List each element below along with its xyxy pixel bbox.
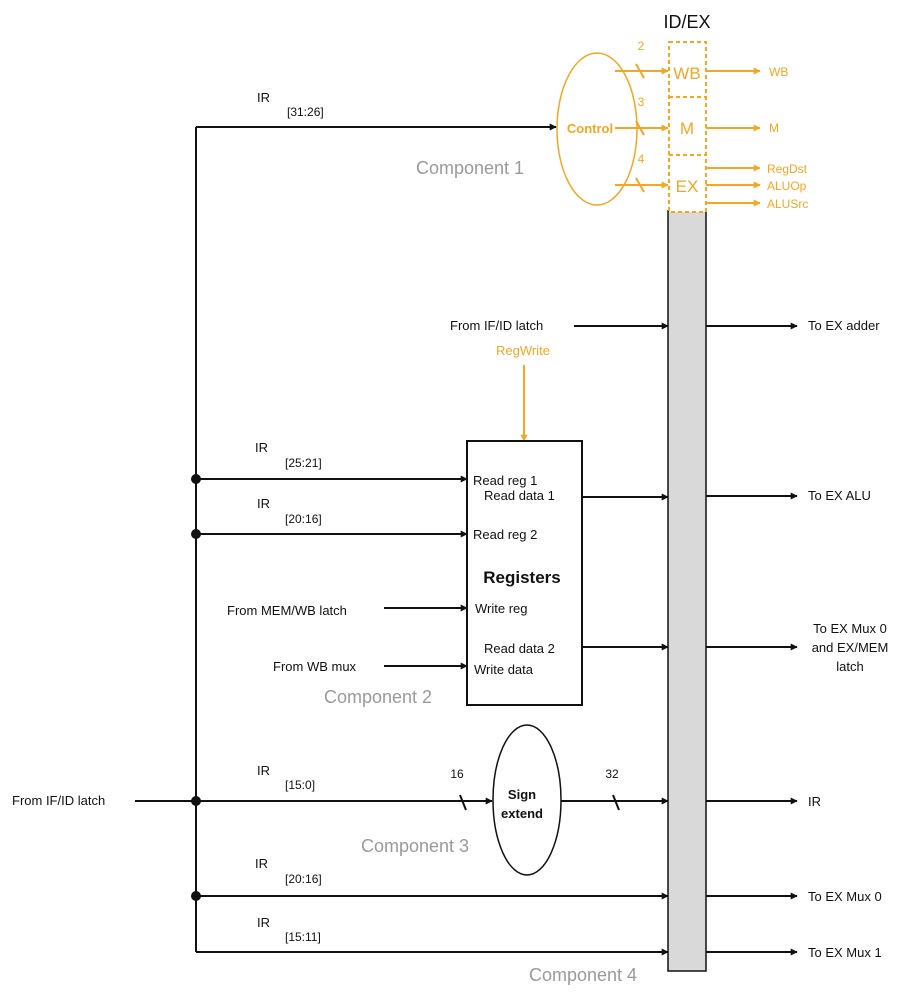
ir-field-20-16-a: [20:16]	[285, 512, 322, 526]
write-data-port: Write data	[474, 662, 534, 677]
read-reg2-port: Read reg 2	[473, 527, 537, 542]
registers-title: Registers	[483, 568, 560, 587]
bus-slash-32	[612, 794, 620, 811]
read-data2-port: Read data 2	[484, 641, 555, 656]
ir-out-label: IR	[808, 794, 821, 809]
ir-label-4: IR	[257, 763, 270, 778]
bits-ex-label: 4	[638, 152, 645, 166]
component-4-label: Component 4	[529, 965, 637, 985]
ir-label-6: IR	[257, 915, 270, 930]
bus-slash-ex	[635, 177, 645, 193]
to-ex-mux0-label: To EX Mux 0	[808, 889, 882, 904]
from-wbmux-label: From WB mux	[273, 659, 357, 674]
to-ex-mux1-label: To EX Mux 1	[808, 945, 882, 960]
component-1-label: Component 1	[416, 158, 524, 178]
latch-wb-field: WB	[673, 64, 700, 83]
bus-slash-wb	[635, 63, 645, 79]
ir-field-25-21: [25:21]	[285, 456, 322, 470]
ir-field-31-26: [31:26]	[287, 105, 324, 119]
to-ex-mux0-label-3: latch	[836, 659, 863, 674]
bits-16-label: 16	[450, 767, 464, 781]
wb-out-label: WB	[769, 65, 788, 79]
aluop-label: ALUOp	[767, 179, 807, 193]
bus-slash-16	[459, 794, 467, 811]
sign-extend-line1: Sign	[508, 787, 536, 802]
write-reg-port: Write reg	[475, 601, 528, 616]
bits-wb-label: 2	[638, 39, 645, 53]
latch-title: ID/EX	[663, 12, 710, 32]
ir-field-15-0: [15:0]	[285, 778, 315, 792]
regwrite-label: RegWrite	[496, 343, 550, 358]
bits-m-label: 3	[638, 95, 645, 109]
to-ex-mux0-label-1: To EX Mux 0	[813, 621, 887, 636]
component-2-label: Component 2	[324, 687, 432, 707]
from-ifid-top-label: From IF/ID latch	[450, 318, 543, 333]
latch-ex-field: EX	[676, 177, 699, 196]
id-ex-latch	[667, 210, 707, 972]
ir-label-5: IR	[255, 856, 268, 871]
bus-slash-m	[635, 120, 645, 136]
alusrc-label: ALUSrc	[767, 197, 808, 211]
ir-label-1: IR	[257, 90, 270, 105]
to-ex-adder-label: To EX adder	[808, 318, 880, 333]
read-data1-port: Read data 1	[484, 488, 555, 503]
m-out-label: M	[769, 121, 779, 135]
from-memwb-label: From MEM/WB latch	[227, 603, 347, 618]
ir-field-15-11: [15:11]	[285, 930, 321, 944]
to-ex-mux0-label-2: and EX/MEM	[812, 640, 889, 655]
control-label: Control	[567, 121, 613, 136]
to-ex-alu-label: To EX ALU	[808, 488, 871, 503]
control-field-box	[668, 41, 707, 213]
latch-m-field: M	[680, 119, 694, 138]
ir-label-3: IR	[257, 496, 270, 511]
sign-extend-line2: extend	[501, 806, 543, 821]
from-ifid-left-label: From IF/ID latch	[12, 793, 105, 808]
read-reg1-port: Read reg 1	[473, 473, 537, 488]
regdst-label: RegDst	[767, 162, 808, 176]
ir-label-2: IR	[255, 440, 268, 455]
register-file	[466, 440, 583, 706]
ir-field-20-16-b: [20:16]	[285, 872, 322, 886]
component-3-label: Component 3	[361, 836, 469, 856]
bits-32-label: 32	[605, 767, 619, 781]
